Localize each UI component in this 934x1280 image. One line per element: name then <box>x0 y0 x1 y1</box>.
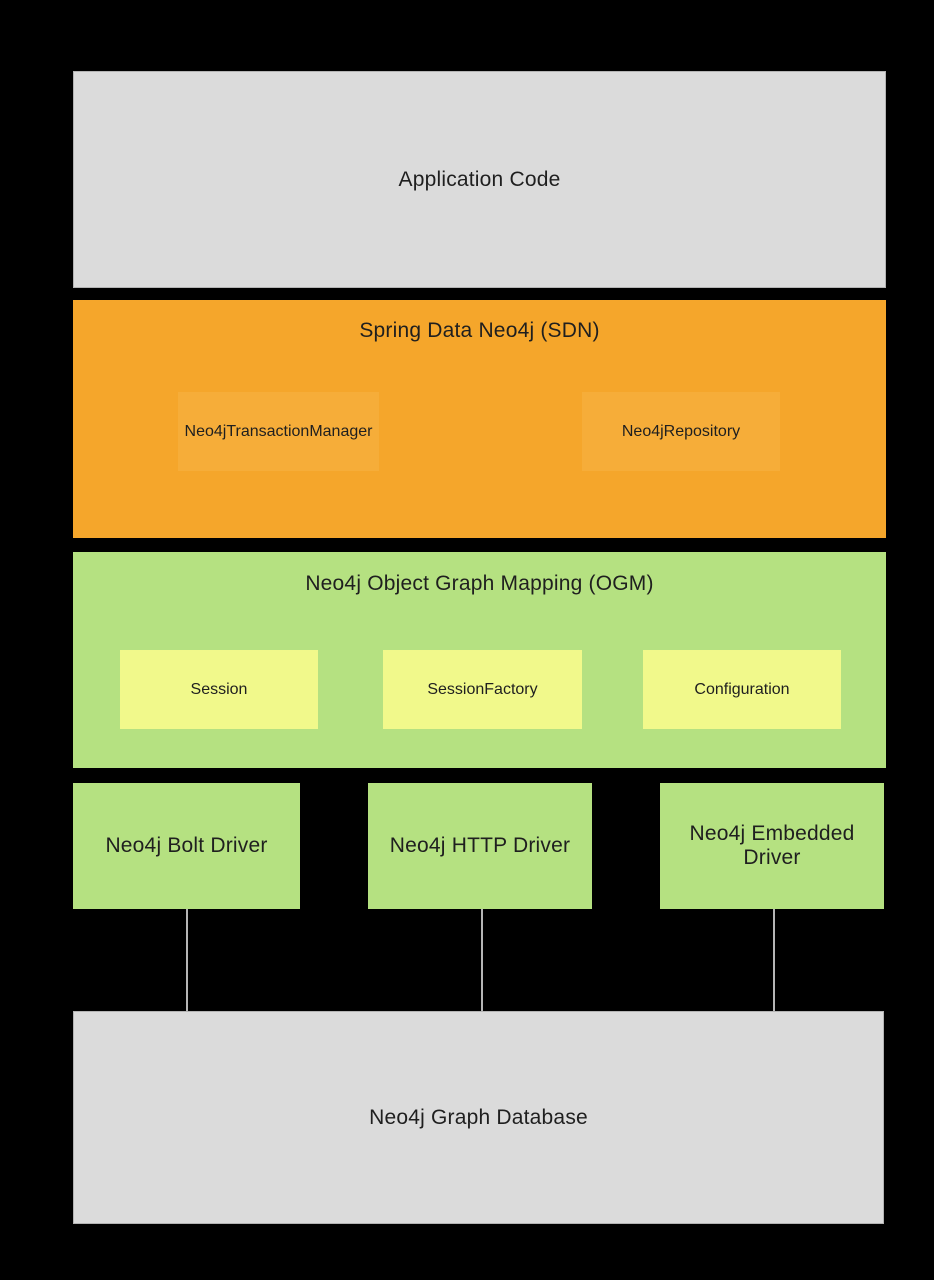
bolt-driver-connector-line <box>186 909 188 1011</box>
neo4j-bolt-driver-box: Neo4j Bolt Driver <box>73 783 300 909</box>
application-code-box: Application Code <box>73 71 886 288</box>
session-box: Session <box>120 650 318 729</box>
application-code-label: Application Code <box>398 167 561 191</box>
session-factory-box: SessionFactory <box>383 650 582 729</box>
neo4j-graph-database-label: Neo4j Graph Database <box>369 1105 588 1129</box>
sdn-layer-title: Spring Data Neo4j (SDN) <box>359 319 600 342</box>
session-factory-label: SessionFactory <box>427 680 538 698</box>
neo4j-embedded-driver-box: Neo4j Embedded Driver <box>660 783 884 909</box>
sdn-layer-box: Spring Data Neo4j (SDN) Neo4jTransaction… <box>73 300 886 538</box>
neo4j-graph-database-box: Neo4j Graph Database <box>73 1011 884 1224</box>
neo4j-transaction-manager-label: Neo4jTransactionManager <box>184 422 373 440</box>
embedded-driver-connector-line <box>773 909 775 1011</box>
session-label: Session <box>190 680 248 698</box>
neo4j-bolt-driver-label: Neo4j Bolt Driver <box>105 834 268 857</box>
neo4j-http-driver-box: Neo4j HTTP Driver <box>368 783 592 909</box>
http-driver-connector-line <box>481 909 483 1011</box>
ogm-layer-box: Neo4j Object Graph Mapping (OGM) Session… <box>73 552 886 768</box>
neo4j-http-driver-label: Neo4j HTTP Driver <box>389 834 571 857</box>
configuration-label: Configuration <box>694 680 790 698</box>
ogm-layer-title: Neo4j Object Graph Mapping (OGM) <box>305 572 654 595</box>
neo4j-repository-box: Neo4jRepository <box>582 392 780 471</box>
neo4j-repository-label: Neo4jRepository <box>621 422 741 440</box>
configuration-box: Configuration <box>643 650 841 729</box>
neo4j-embedded-driver-label: Neo4j Embedded Driver <box>689 822 855 869</box>
neo4j-transaction-manager-box: Neo4jTransactionManager <box>178 392 379 471</box>
